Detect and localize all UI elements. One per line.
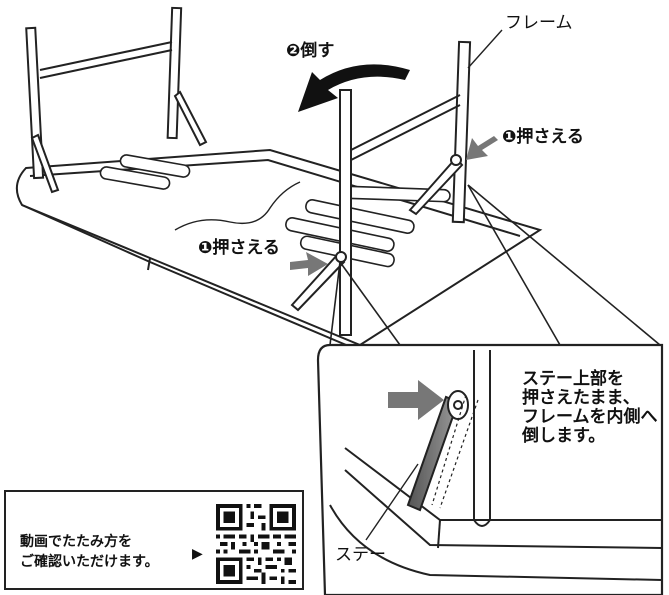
qr-panel: 動画でたたみ方を ご確認いただけます。 ▶ <box>4 490 304 590</box>
qr-code[interactable] <box>216 504 296 584</box>
qr-panel-text: 動画でたたみ方を ご確認いただけます。 <box>20 532 159 573</box>
press-arrow-detail <box>388 380 444 420</box>
left-frame <box>25 6 208 194</box>
tilt-arrow <box>298 64 410 112</box>
qr-line-1: 動画でたたみ方を <box>20 534 132 550</box>
instruction-line: ステー上部を <box>522 369 624 389</box>
press-arrow-right <box>466 136 498 160</box>
detail-drawing <box>329 350 663 581</box>
instruction-text: ステー上部を 押さえたまま、 フレームを内側へ 倒します。 <box>522 369 658 447</box>
frame-label: フレーム <box>505 13 573 33</box>
instruction-line: 倒します。 <box>522 426 606 447</box>
press-arrow-left <box>290 252 328 276</box>
play-arrow-icon: ▶ <box>192 546 203 562</box>
stay-label: ステー <box>335 545 386 565</box>
tilt-label: ❷倒す <box>286 41 335 61</box>
press-label-left: ❶押さえる <box>198 238 280 258</box>
qr-line-2: ご確認いただけます。 <box>20 554 159 571</box>
right-frame <box>290 40 472 336</box>
press-label-right: ❶押さえる <box>502 127 584 147</box>
instruction-line: 押さえたまま、 <box>522 388 640 409</box>
instruction-line: フレームを内側へ <box>522 407 658 428</box>
